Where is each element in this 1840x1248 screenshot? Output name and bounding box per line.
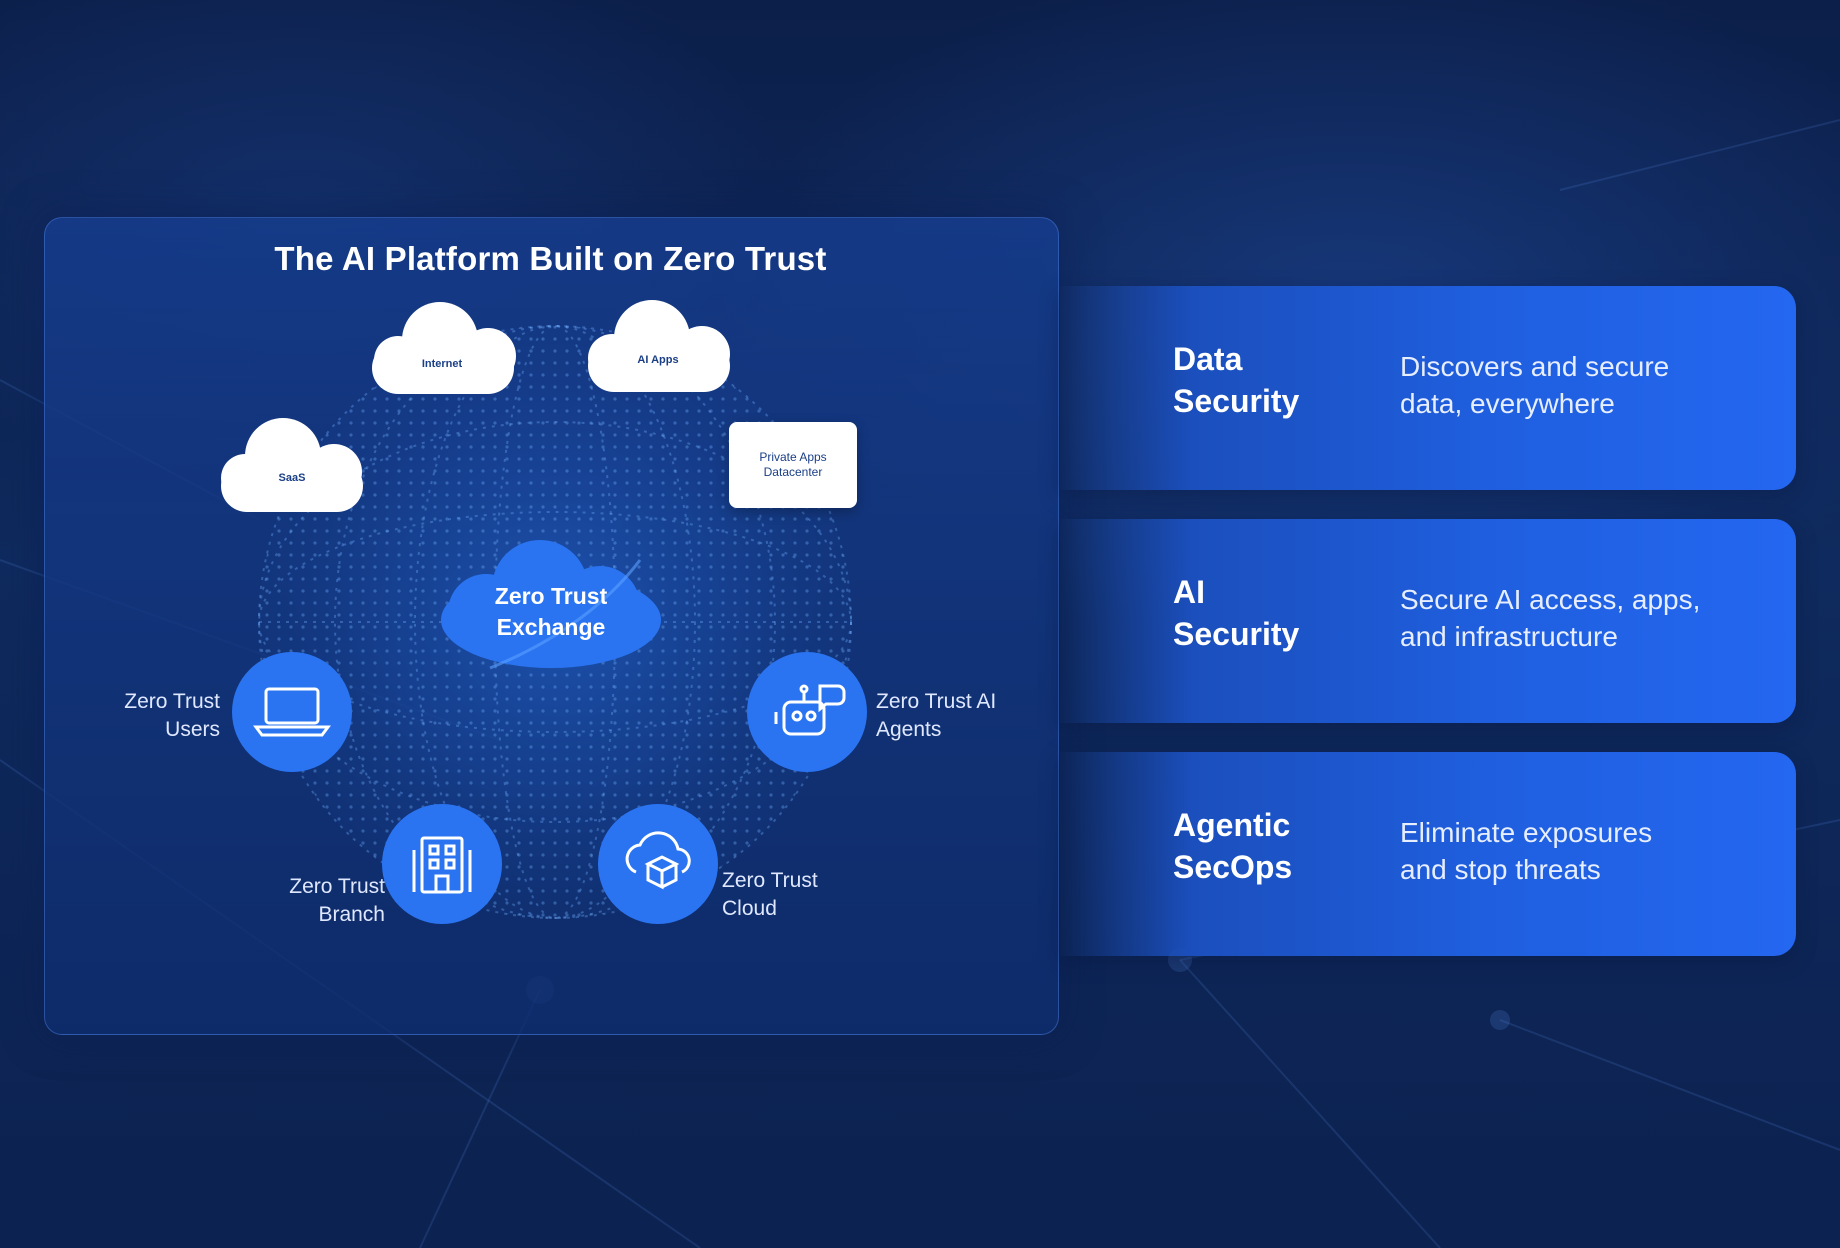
cloud-internet	[372, 302, 516, 394]
datacenter-label: Datacenter	[763, 465, 823, 479]
cloud-cube-icon	[625, 831, 691, 890]
label-zero-trust-users: Zero Trust Users	[124, 690, 220, 741]
card-title: AI Security	[1173, 574, 1300, 652]
card-agentic-secops: Agentic SecOps Eliminate exposures and s…	[1060, 752, 1796, 956]
cloud-ai-apps	[588, 300, 730, 392]
cloud-label-ai-apps: AI Apps	[637, 354, 679, 366]
card-description: Discovers and secure data, everywhere	[1400, 351, 1670, 419]
card-title: Agentic SecOps	[1173, 807, 1293, 885]
label-zero-trust-cloud: Zero Trust Cloud	[722, 869, 818, 920]
label-zero-trust-ai-agents: Zero Trust AI Agents	[876, 690, 997, 741]
node-branch	[382, 804, 502, 924]
card-description: Secure AI access, apps, and infrastructu…	[1400, 584, 1701, 652]
cloud-label-internet: Internet	[421, 358, 463, 370]
card-description: Eliminate exposures and stop threats	[1400, 817, 1653, 885]
robot-icon	[774, 684, 846, 736]
zero-trust-exchange-cloud	[441, 540, 661, 670]
private-apps-datacenter-box: Private Apps Datacenter	[729, 422, 857, 508]
platform-diagram	[221, 300, 867, 924]
building-icon	[412, 836, 472, 894]
label-zero-trust-branch: Zero Trust Branch	[289, 875, 385, 926]
node-users	[232, 652, 352, 772]
card-ai-security: AI Security Secure AI access, apps, and …	[1060, 519, 1796, 723]
node-agents	[747, 652, 867, 772]
node-cloud	[598, 804, 718, 924]
card-title: Data Security	[1173, 341, 1300, 419]
cloud-label-saas: SaaS	[278, 472, 306, 484]
zero-trust-exchange-label: Zero Trust Exchange	[494, 583, 608, 640]
laptop-icon	[253, 687, 331, 737]
cloud-saas	[221, 418, 363, 512]
card-data-security: Data Security Discovers and secure data,…	[1060, 286, 1796, 490]
private-apps-label: Private Apps	[759, 450, 827, 464]
panel-title: The AI Platform Built on Zero Trust	[274, 240, 827, 277]
